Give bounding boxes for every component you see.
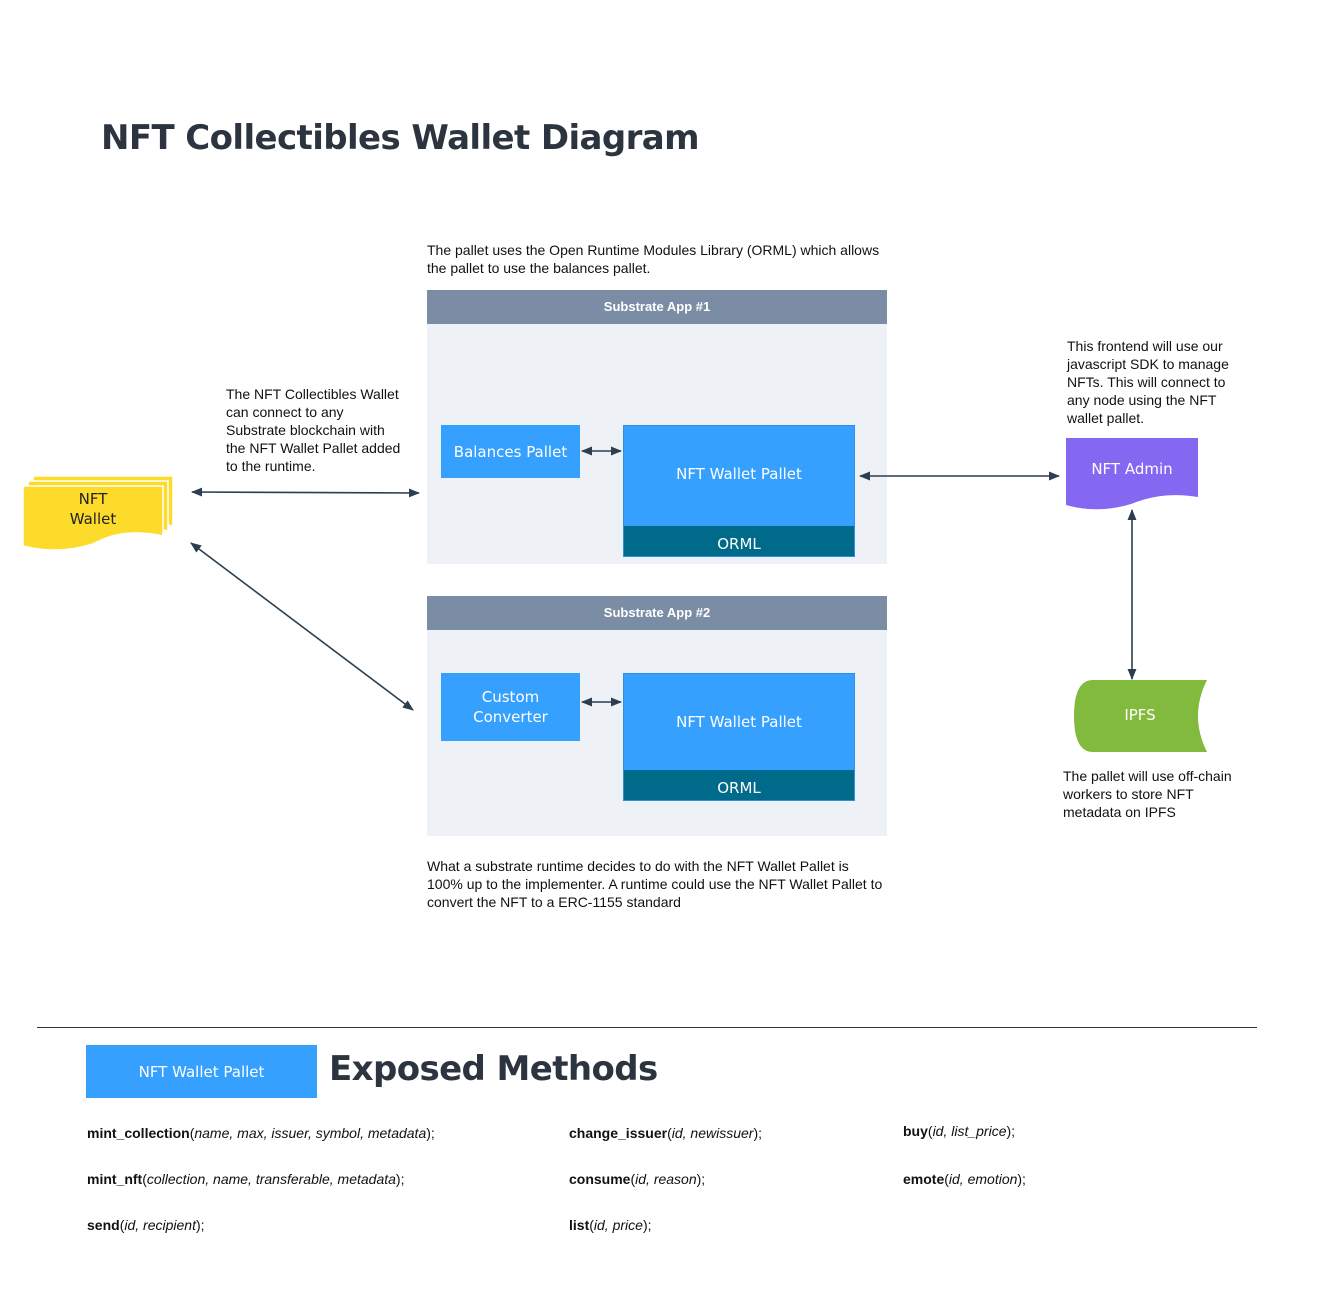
wallet-note-line: can connect to any (226, 404, 344, 420)
frontend-note-line: wallet pallet. (1067, 410, 1145, 426)
wallet-note-line: to the runtime. (226, 458, 316, 474)
custom-converter-line: Converter (473, 708, 548, 726)
nft-wallet-pallet-2: NFT Wallet Pallet ORML (623, 673, 855, 801)
arrow-wallet-app1 (190, 487, 421, 498)
ipfs-shape (1074, 680, 1207, 752)
method-args: id, list_price (932, 1123, 1007, 1139)
ipfs-note-line: workers to store NFT (1063, 786, 1194, 802)
method-args: id, price (593, 1217, 643, 1233)
exposed-methods-heading: Exposed Methods (329, 1049, 658, 1089)
method-name: send (87, 1217, 120, 1233)
ipfs-note-line: The pallet will use off-chain (1063, 768, 1232, 784)
runtime-note: What a substrate runtime decides to do w… (427, 857, 882, 911)
method-args: id, newissuer (671, 1125, 754, 1141)
custom-converter: Custom Converter (441, 673, 580, 741)
wallet-note-line: Substrate blockchain with (226, 422, 385, 438)
page-title: NFT Collectibles Wallet Diagram (101, 118, 700, 158)
method-name: consume (569, 1171, 631, 1187)
method-end: ); (696, 1171, 706, 1187)
orml-module: ORML (624, 526, 854, 556)
method-end: ); (195, 1217, 205, 1233)
method-send: send(id, recipient); (87, 1217, 205, 1233)
method-end: ); (426, 1125, 435, 1141)
nft-wallet-label-line: NFT (78, 490, 108, 508)
method-name: list (569, 1217, 590, 1233)
runtime-note-line: convert the NFT to a ERC-1155 standard (427, 894, 681, 910)
orml-module: ORML (624, 770, 854, 800)
method-name: mint_collection (87, 1125, 190, 1141)
nft-wallet-pallet-label: NFT Wallet Pallet (676, 713, 802, 731)
arrow-wallet-app2 (190, 542, 414, 711)
method-list: list(id, price); (569, 1217, 652, 1233)
method-args: name, max, issuer, symbol, metadata (194, 1125, 427, 1141)
frontend-note-line: This frontend will use our (1067, 338, 1223, 354)
balances-pallet: Balances Pallet (441, 425, 580, 478)
wallet-note-line: The NFT Collectibles Wallet (226, 386, 399, 402)
method-consume: consume(id, reason); (569, 1171, 706, 1187)
ipfs-note-line: metadata on IPFS (1063, 804, 1176, 820)
substrate-app-2-header: Substrate App #2 (427, 596, 887, 630)
method-name: mint_nft (87, 1171, 143, 1187)
section-divider (37, 1027, 1257, 1028)
nft-wallet-shape (22, 475, 174, 551)
nft-admin-label: NFT Admin (1091, 460, 1173, 478)
ipfs-note: The pallet will use off-chain workers to… (1063, 767, 1232, 821)
runtime-note-line: 100% up to the implementer. A runtime co… (427, 876, 883, 892)
method-buy: buy(id, list_price); (903, 1123, 1016, 1139)
method-args: collection, name, transferable, metadata (146, 1171, 396, 1187)
nft-wallet-label: NFT Wallet (43, 489, 143, 529)
method-args: id, emotion (948, 1171, 1018, 1187)
method-name: emote (903, 1171, 945, 1187)
nft-wallet-pallet-label: NFT Wallet Pallet (676, 465, 802, 483)
runtime-note-line: What a substrate runtime decides to do w… (427, 858, 849, 874)
method-end: ); (395, 1171, 405, 1187)
method-end: ); (642, 1217, 652, 1233)
ipfs-label: IPFS (1124, 706, 1156, 724)
method-name: change_issuer (569, 1125, 668, 1141)
method-args: id, recipient (124, 1217, 196, 1233)
method-mint-nft: mint_nft(collection, name, transferable,… (87, 1171, 405, 1187)
orml-note: The pallet uses the Open Runtime Modules… (427, 241, 879, 277)
substrate-app-1-header: Substrate App #1 (427, 290, 887, 324)
legend-nft-wallet-pallet: NFT Wallet Pallet (86, 1045, 317, 1098)
method-change-issuer: change_issuer(id, newissuer); (569, 1125, 762, 1141)
method-end: ); (1006, 1123, 1016, 1139)
frontend-note-line: javascript SDK to manage (1067, 356, 1229, 372)
custom-converter-line: Custom (481, 688, 540, 706)
orml-note-line: The pallet uses the Open Runtime Modules… (427, 242, 880, 258)
diagram-connectors (22, 438, 1207, 752)
method-end: ); (753, 1125, 762, 1141)
wallet-note-line: the NFT Wallet Pallet added (226, 440, 401, 456)
method-end: ); (1017, 1171, 1026, 1187)
method-args: id, reason (635, 1171, 697, 1187)
frontend-note-line: NFTs. This will connect to (1067, 374, 1226, 390)
frontend-note: This frontend will use our javascript SD… (1067, 337, 1229, 427)
frontend-note-line: any node using the NFT (1067, 392, 1217, 408)
nft-wallet-label-line: Wallet (69, 510, 117, 528)
method-name: buy (903, 1123, 928, 1139)
nft-admin-shape (1066, 438, 1198, 510)
nft-wallet-pallet-1: NFT Wallet Pallet ORML (623, 425, 855, 557)
method-emote: emote(id, emotion); (903, 1171, 1026, 1187)
orml-note-line: the pallet to use the balances pallet. (427, 260, 651, 276)
wallet-note: The NFT Collectibles Wallet can connect … (226, 385, 400, 475)
method-mint-collection: mint_collection(name, max, issuer, symbo… (87, 1125, 435, 1141)
